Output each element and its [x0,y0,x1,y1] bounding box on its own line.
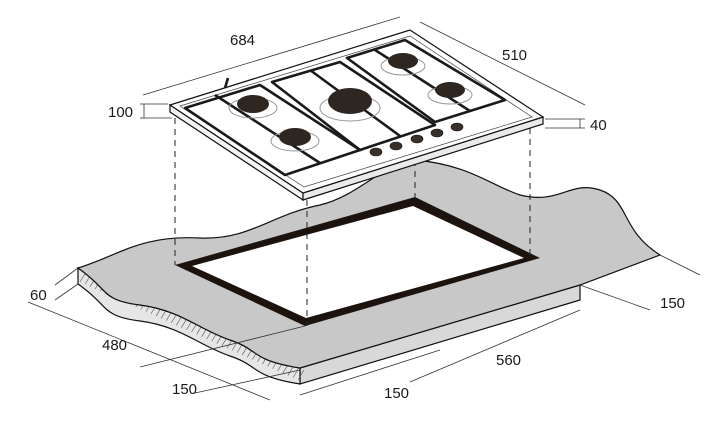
hob [168,29,545,202]
burner-rear-right [380,53,426,76]
label-left-clearance: 150 [384,385,409,402]
cutout-opening [192,206,524,318]
label-right-clearance: 150 [660,295,685,312]
burner-front-left [270,128,320,152]
label-cutout-depth: 480 [102,337,127,354]
hatch-line [297,369,305,381]
label-hob-height: 100 [108,104,133,121]
dimension-labels: 684 510 100 40 60 480 150 150 560 150 [30,32,685,402]
burner-rear-left [228,95,278,119]
label-hob-depth: 510 [502,47,527,64]
control-knobs [369,122,464,157]
label-front-clearance: 150 [172,381,197,398]
label-hob-width: 684 [230,32,255,49]
label-worktop-thickness: 60 [30,287,47,304]
label-cutout-width: 560 [496,352,521,369]
dimension-lines [27,16,701,401]
worktop [76,159,662,385]
label-hob-plate-height: 40 [590,117,607,134]
burner-center-wok [319,88,381,122]
projection-lines [174,118,531,326]
burner-front-right [427,82,473,105]
hatch-line [292,367,300,378]
